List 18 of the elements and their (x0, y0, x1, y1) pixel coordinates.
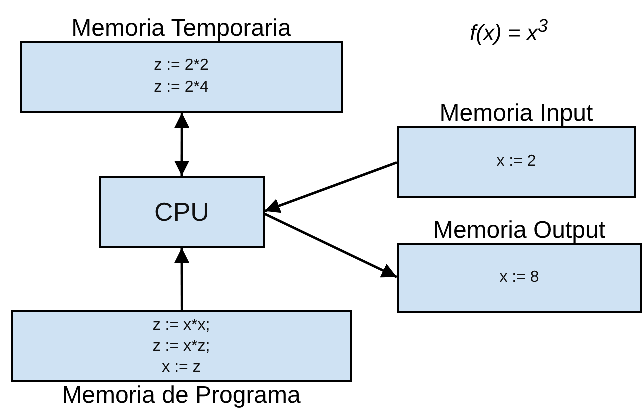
program-line: z := x*x; (152, 316, 210, 336)
arrow (174, 248, 190, 310)
node-label: CPU (154, 197, 210, 227)
program-line: z := x*z; (152, 336, 210, 356)
formula-text: f(x) = x$^{3}$ (470, 15, 548, 46)
memory-title: Memoria de Programa (62, 382, 301, 410)
program-line: x := z (162, 358, 201, 378)
arrow (174, 113, 190, 176)
memory-title: Memoria Input (440, 100, 594, 128)
memory-title: Memoria Temporaria (72, 15, 292, 43)
memory-contents: z := 2*4 (154, 78, 209, 98)
arrow (264, 162, 398, 214)
memory-contents: z := 2*2 (154, 56, 209, 76)
memory-contents: x := 8 (500, 268, 540, 288)
process-box (99, 176, 265, 248)
memory-contents: x := 2 (496, 152, 536, 172)
memory-title: Memoria Output (433, 217, 606, 245)
arrow (264, 213, 398, 278)
